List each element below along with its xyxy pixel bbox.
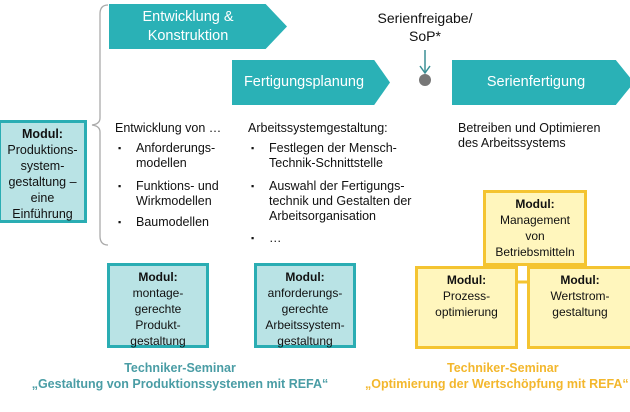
phase-entwicklung: Entwicklung & Konstruktion xyxy=(109,4,287,49)
caption-teal: Techniker-Seminar „Gestaltung von Produk… xyxy=(31,361,329,391)
phase-serienfertigung: Serienfertigung xyxy=(452,60,630,105)
col1-item: ▪Baumodellen xyxy=(118,215,209,229)
col2-item: ▪Auswahl der Fertigungs- technik und Ges… xyxy=(251,179,412,223)
module-prozessoptimierung: Modul:Prozess- optimierung xyxy=(415,266,518,349)
col3-text: Betreiben und Optimieren des Arbeitssyst… xyxy=(458,121,601,150)
module-produktionssystemgestaltung: Modul: Produktions-system-gestaltung – e… xyxy=(0,120,87,223)
bracket xyxy=(91,4,109,246)
module-betriebsmittel: Modul:Management von Betriebsmitteln xyxy=(483,190,587,266)
col1-title: Entwicklung von … xyxy=(115,121,222,135)
phase-fertigungsplanung: Fertigungsplanung xyxy=(232,60,390,105)
module-anforderungsgerechte: Modul:anforderungs- gerechte Arbeitssyst… xyxy=(254,263,356,348)
col1-item: ▪Funktions- und Wirkmodellen xyxy=(118,179,219,208)
module-wertstromgestaltung: Modul:Wertstrom- gestaltung xyxy=(527,266,630,349)
module-montagegerechte: Modul:montage- gerechte Produkt- gestalt… xyxy=(107,263,209,348)
col2-title: Arbeitssystemgestaltung: xyxy=(248,121,388,135)
caption-yellow: Techniker-Seminar „Optimierung der Werts… xyxy=(365,361,629,391)
milestone-arrowhead xyxy=(419,65,431,75)
col2-item: ▪Festlegen der Mensch- Technik-Schnittst… xyxy=(251,141,397,170)
milestone-dot xyxy=(419,74,431,86)
col2-item: ▪… xyxy=(251,231,282,245)
milestone-label: Serienfreigabe/ SoP* xyxy=(377,10,473,44)
col1-item: ▪Anforderungs- modellen xyxy=(118,141,216,170)
